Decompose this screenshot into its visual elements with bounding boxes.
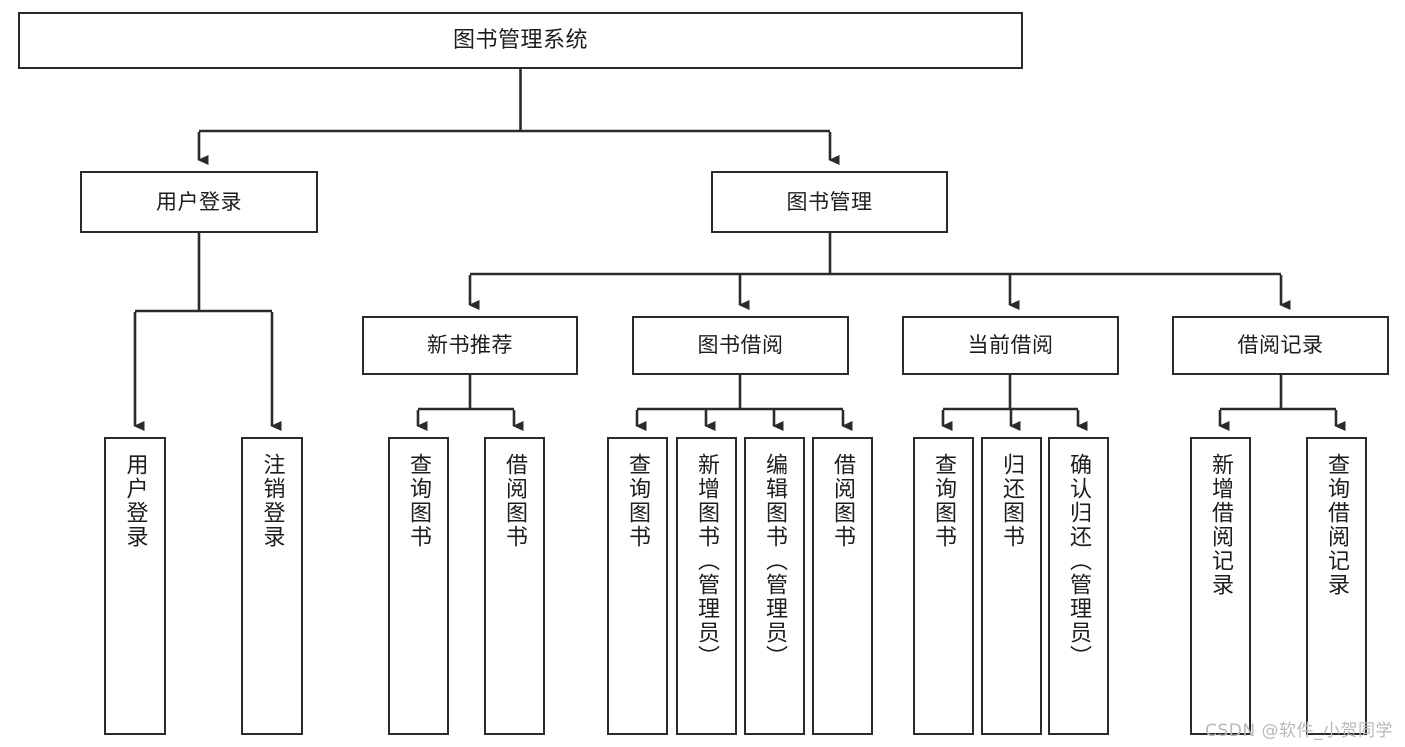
node-label: 新增借阅记录 — [1208, 453, 1234, 597]
node-user-login[interactable]: 用户登录 — [80, 171, 318, 233]
node-current-borrow[interactable]: 当前借阅 — [902, 316, 1119, 375]
node-label: 查询图书 — [931, 453, 957, 549]
node-label: 归还图书 — [999, 453, 1025, 549]
node-label: 图书借阅 — [697, 333, 784, 358]
node-label: 查询图书 — [406, 453, 432, 549]
node-label: 查询借阅记录 — [1324, 453, 1350, 597]
node-label: 借阅图书 — [502, 453, 528, 549]
node-leaf-add-book[interactable]: 新增图书（管理员） — [676, 437, 737, 735]
node-label: 注销登录 — [259, 453, 285, 549]
node-leaf-add-borrow-record[interactable]: 新增借阅记录 — [1190, 437, 1251, 735]
node-leaf-query-book-borrow[interactable]: 查询图书 — [607, 437, 668, 735]
node-leaf-confirm-return[interactable]: 确认归还（管理员） — [1048, 437, 1109, 735]
node-label: 新书推荐 — [427, 333, 513, 358]
node-borrow-records[interactable]: 借阅记录 — [1172, 316, 1389, 375]
node-label: 图书管理系统 — [452, 27, 588, 53]
node-book-management-system[interactable]: 图书管理系统 — [18, 12, 1023, 69]
node-book-management[interactable]: 图书管理 — [711, 171, 948, 233]
node-leaf-edit-book[interactable]: 编辑图书（管理员） — [744, 437, 805, 735]
node-label: 图书管理 — [786, 189, 873, 214]
node-leaf-query-book-current[interactable]: 查询图书 — [913, 437, 974, 735]
node-label: 当前借阅 — [967, 333, 1054, 358]
node-book-borrow[interactable]: 图书借阅 — [632, 316, 849, 375]
watermark-text: CSDN @软件_小贺同学 — [1205, 721, 1393, 741]
node-leaf-user-login[interactable]: 用户登录 — [104, 437, 166, 735]
node-label: 新增图书（管理员） — [694, 453, 720, 669]
node-leaf-return-book[interactable]: 归还图书 — [981, 437, 1042, 735]
node-label: 用户登录 — [156, 189, 242, 214]
node-label: 用户登录 — [122, 453, 148, 549]
node-leaf-query-book-recommend[interactable]: 查询图书 — [388, 437, 449, 735]
node-label: 查询图书 — [625, 453, 651, 549]
node-leaf-borrow-book-recommend[interactable]: 借阅图书 — [484, 437, 545, 735]
node-label: 确认归还（管理员） — [1066, 453, 1092, 669]
node-label: 编辑图书（管理员） — [762, 453, 788, 669]
node-new-book-recommend[interactable]: 新书推荐 — [362, 316, 578, 375]
node-label: 借阅图书 — [830, 453, 856, 549]
node-leaf-borrow-book[interactable]: 借阅图书 — [812, 437, 873, 735]
node-leaf-logout[interactable]: 注销登录 — [241, 437, 303, 735]
node-leaf-query-borrow-record[interactable]: 查询借阅记录 — [1306, 437, 1367, 735]
node-label: 借阅记录 — [1237, 333, 1324, 358]
